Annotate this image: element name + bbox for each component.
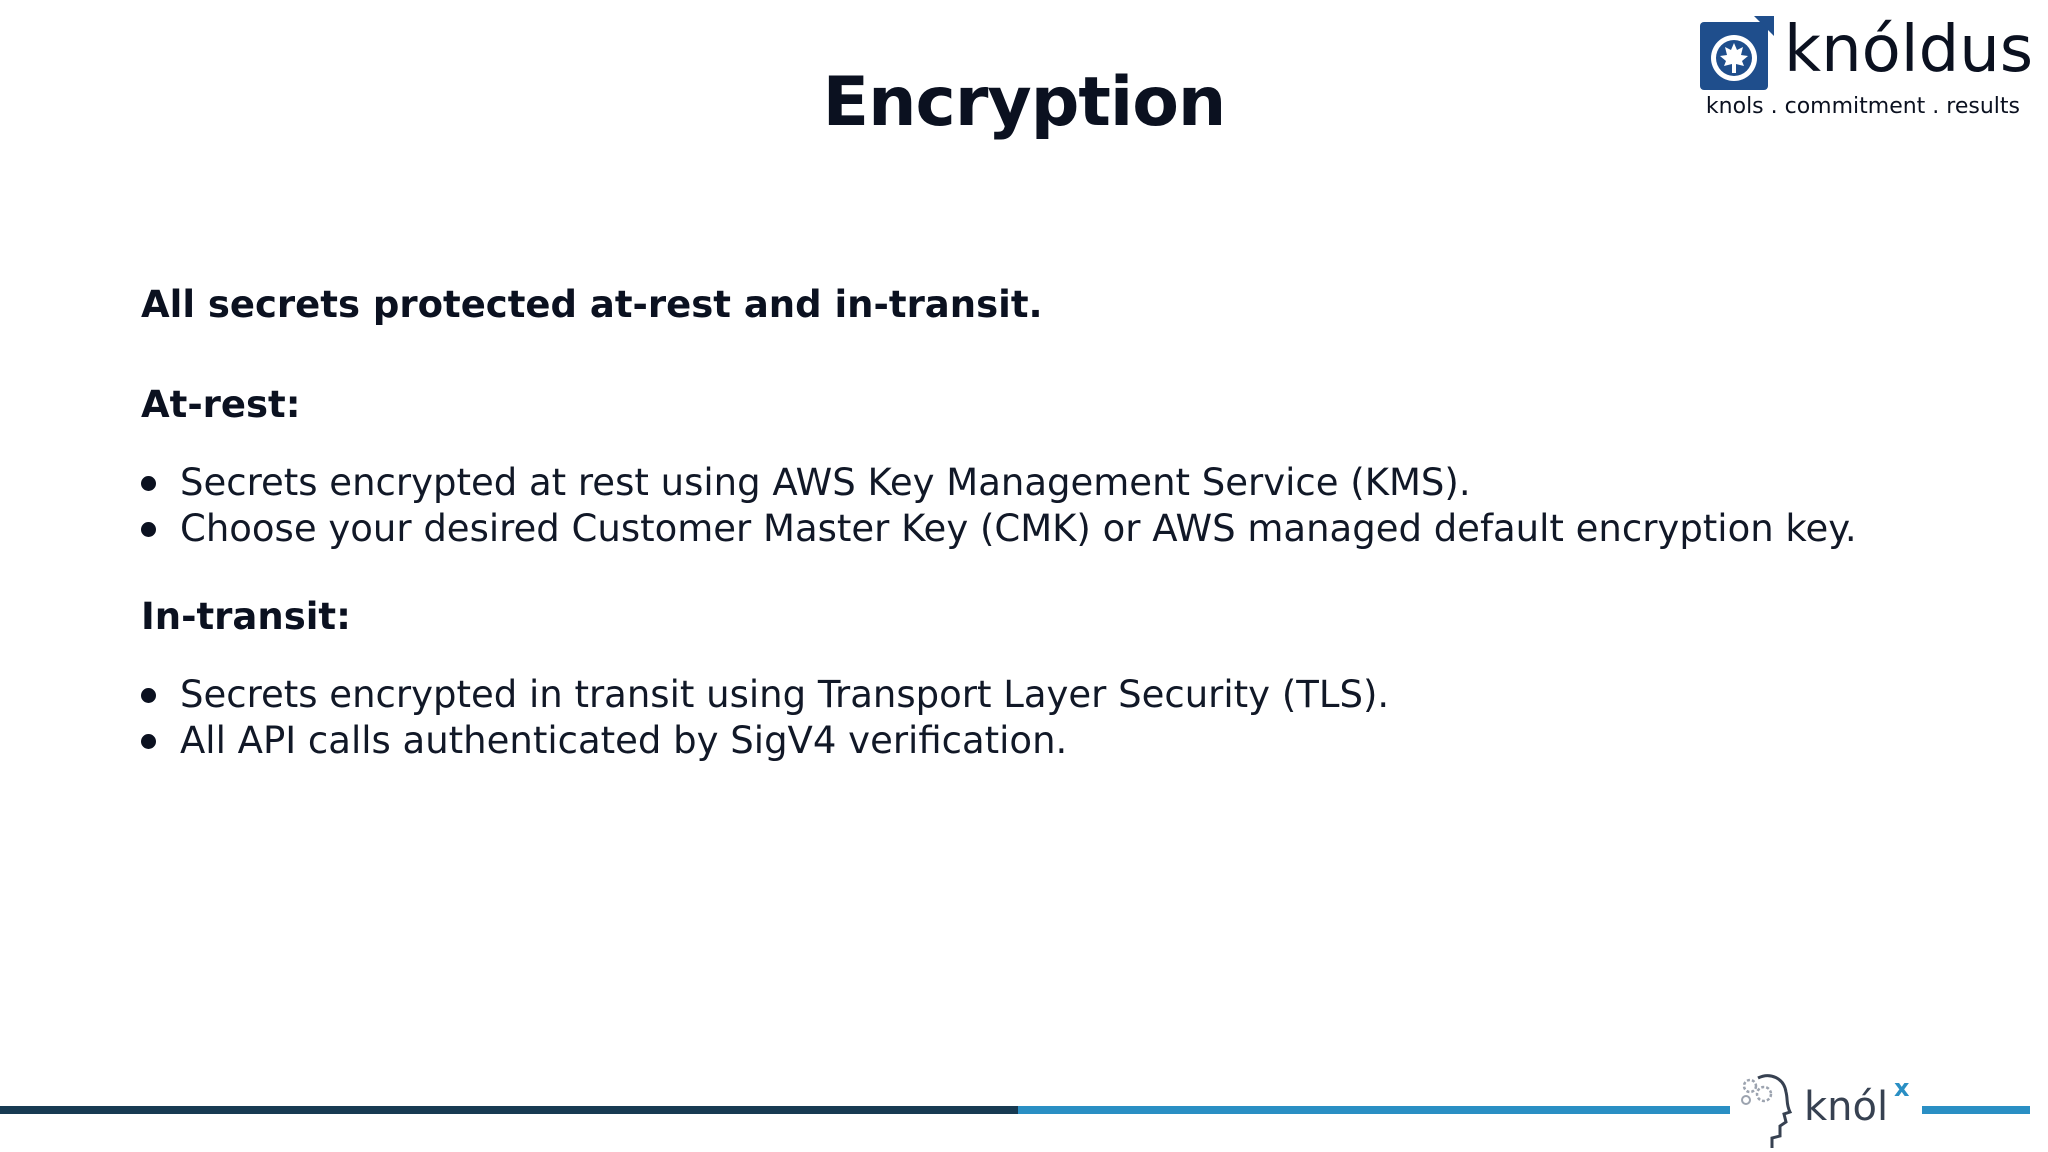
bullet-icon: [141, 734, 156, 749]
section-heading-in-transit: In-transit:: [141, 595, 351, 638]
footer-bar-light: [1018, 1106, 2030, 1114]
slide-title: Encryption: [822, 63, 1227, 142]
lead-statement: All secrets protected at-rest and in-tra…: [141, 283, 1043, 326]
list-item: Choose your desired Customer Master Key …: [141, 506, 1921, 552]
bullet-list-in-transit: Secrets encrypted in transit using Trans…: [141, 672, 1921, 764]
footer-bar-dark: [0, 1106, 1018, 1114]
list-item: Secrets encrypted in transit using Trans…: [141, 672, 1921, 718]
section-heading-at-rest: At-rest:: [141, 383, 301, 426]
bullet-icon: [141, 688, 156, 703]
knolx-logo-text: knól: [1804, 1084, 1889, 1130]
slide-content: All secrets protected at-rest and in-tra…: [141, 270, 1921, 764]
logo-tagline: knols . commitment . results: [1705, 94, 2020, 119]
bullet-icon: [141, 522, 156, 537]
list-item: Secrets encrypted at rest using AWS Key …: [141, 460, 1921, 506]
bullet-text: All API calls authenticated by SigV4 ver…: [180, 719, 1068, 762]
knoldus-logo: knóldus knols . commitment . results: [1700, 13, 2033, 121]
bullet-text: Choose your desired Customer Master Key …: [180, 507, 1857, 550]
maple-leaf-badge-icon: [1700, 16, 1774, 90]
list-item: All API calls authenticated by SigV4 ver…: [141, 718, 1921, 764]
knolx-logo: knól x: [1730, 1052, 1922, 1152]
bullet-icon: [141, 476, 156, 491]
bullet-text: Secrets encrypted at rest using AWS Key …: [180, 461, 1471, 504]
thinking-head-gears-icon: [1741, 1074, 1793, 1148]
bullet-list-at-rest: Secrets encrypted at rest using AWS Key …: [141, 460, 1921, 552]
bullet-text: Secrets encrypted in transit using Trans…: [180, 673, 1390, 716]
logo-name: knóldus: [1784, 13, 2034, 87]
knolx-logo-superscript: x: [1894, 1074, 1910, 1102]
